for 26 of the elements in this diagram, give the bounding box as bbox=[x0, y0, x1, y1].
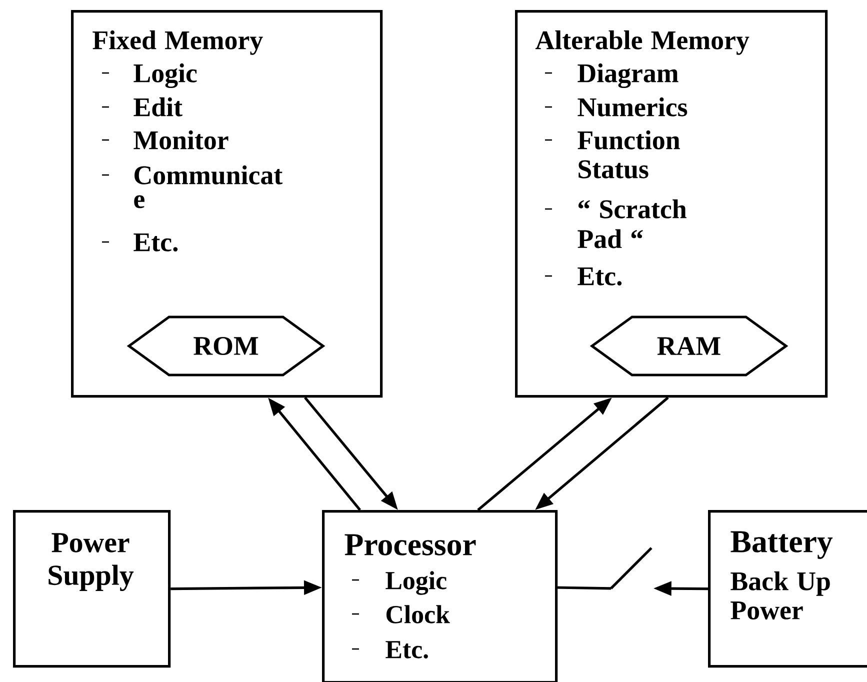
memory-box bbox=[71, 10, 383, 398]
box-heading: Processor bbox=[344, 534, 476, 556]
box-label: Back Up Power bbox=[730, 571, 830, 620]
processor-box bbox=[322, 510, 558, 682]
list-item: Communicat e bbox=[102, 165, 283, 208]
power-supply-box bbox=[13, 510, 171, 668]
list-item: Etc. bbox=[102, 233, 178, 252]
list-item: Diagram bbox=[545, 63, 678, 88]
list-item: Etc. bbox=[545, 267, 622, 286]
switch-symbol bbox=[610, 547, 652, 590]
list-item: Numerics bbox=[545, 97, 688, 116]
list-item: Edit bbox=[102, 97, 182, 116]
list-item: Etc. bbox=[352, 641, 428, 658]
box-heading: Battery bbox=[730, 531, 833, 559]
box-label: Power Supply bbox=[48, 533, 134, 592]
memory-box bbox=[515, 10, 828, 398]
list-item: Function Status bbox=[545, 130, 680, 178]
box-heading: Alterable Memory bbox=[535, 30, 750, 55]
list-item: Monitor bbox=[102, 130, 228, 150]
battery-box bbox=[708, 510, 867, 668]
box-heading: Fixed Memory bbox=[92, 30, 263, 55]
list-item: Logic bbox=[102, 63, 197, 88]
list-item: Logic bbox=[352, 571, 446, 595]
connector-line bbox=[554, 586, 612, 590]
list-item: “ Scratch Pad “ bbox=[545, 199, 686, 248]
list-item: Clock bbox=[352, 605, 450, 624]
